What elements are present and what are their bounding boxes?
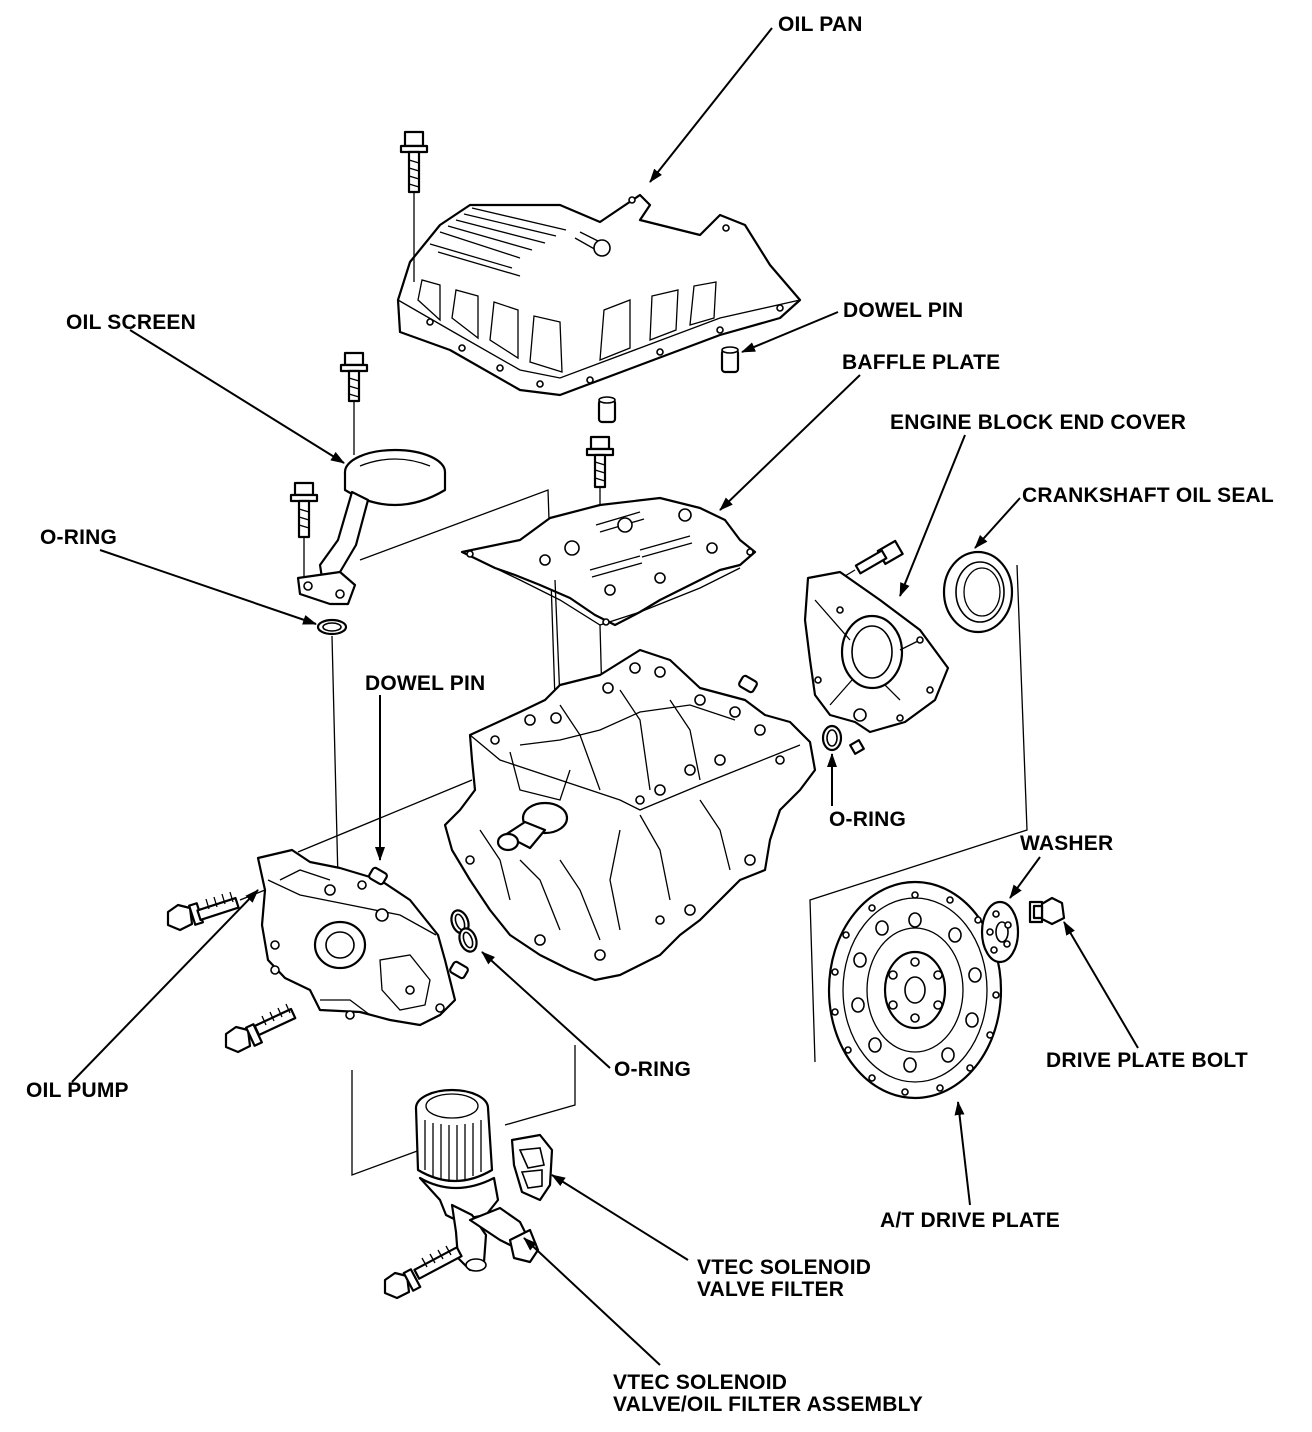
label-baffle-plate: BAFFLE PLATE [842,351,1001,374]
oil-pump [256,848,457,1027]
label-crankshaft-oil-seal: CRANKSHAFT OIL SEAL [1022,484,1274,507]
oil-pan-bolt [399,130,429,282]
vtec-solenoid-valve-filter [510,1133,554,1202]
label-vtec-assembly-line1: VTEC SOLENOID [613,1371,788,1394]
vtec-solenoid-valve-oil-filter-assembly [414,1088,540,1272]
oil-pump-bolt-upper [166,889,266,932]
end-cover-o-ring [821,724,865,755]
label-dowel-pin-mid: DOWEL PIN [365,672,486,695]
oil-screen-bolt-lower [289,481,319,578]
label-oil-screen: OIL SCREEN [66,311,196,334]
label-at-drive-plate: A/T DRIVE PLATE [880,1209,1060,1232]
oil-pan-dowel-pin [720,346,740,374]
label-vtec-filter-line1: VTEC SOLENOID [697,1256,872,1279]
label-oil-pump: OIL PUMP [26,1079,129,1102]
label-o-ring-left: O-RING [40,526,118,549]
label-washer: WASHER [1020,832,1114,855]
oil-pan [396,193,802,397]
label-drive-plate-bolt: DRIVE PLATE BOLT [1046,1049,1248,1072]
drive-plate-bolt [1028,896,1066,926]
label-engine-block-end-cover: ENGINE BLOCK END COVER [890,411,1187,434]
oil-pump-dowel-pin-2 [449,960,469,980]
label-o-ring-right: O-RING [829,808,907,831]
label-vtec-filter-line2: VALVE FILTER [697,1278,845,1301]
baffle-plate-bolt [585,435,615,510]
oil-pump-bolt-lower [224,1003,297,1054]
end-cover-dowel-pin [738,674,758,694]
leader-lines [71,27,1139,1366]
oil-screen-o-ring [316,618,348,636]
label-o-ring-bottom: O-RING [614,1058,692,1081]
label-oil-pan: OIL PAN [778,13,863,36]
crankshaft-oil-seal [942,550,1014,634]
oil-screen [296,448,447,606]
washer [980,900,1020,964]
engine-block-end-cover [803,570,950,734]
engine-block-end-cover-bolt [834,539,904,583]
label-vtec-assembly-line2: VALVE/OIL FILTER ASSEMBLY [613,1393,923,1416]
baffle-plate [460,496,757,627]
oil-pump-dowel-pin [368,866,388,886]
oil-pump-o-ring [450,909,478,953]
label-dowel-pin-top: DOWEL PIN [843,299,964,322]
filter-assembly-bolt [383,1245,463,1300]
engine-block [443,648,817,982]
at-drive-plate [827,880,1003,1100]
oil-screen-bolt-upper [339,351,369,455]
oil-pan-dowel-pin-2 [597,396,617,424]
